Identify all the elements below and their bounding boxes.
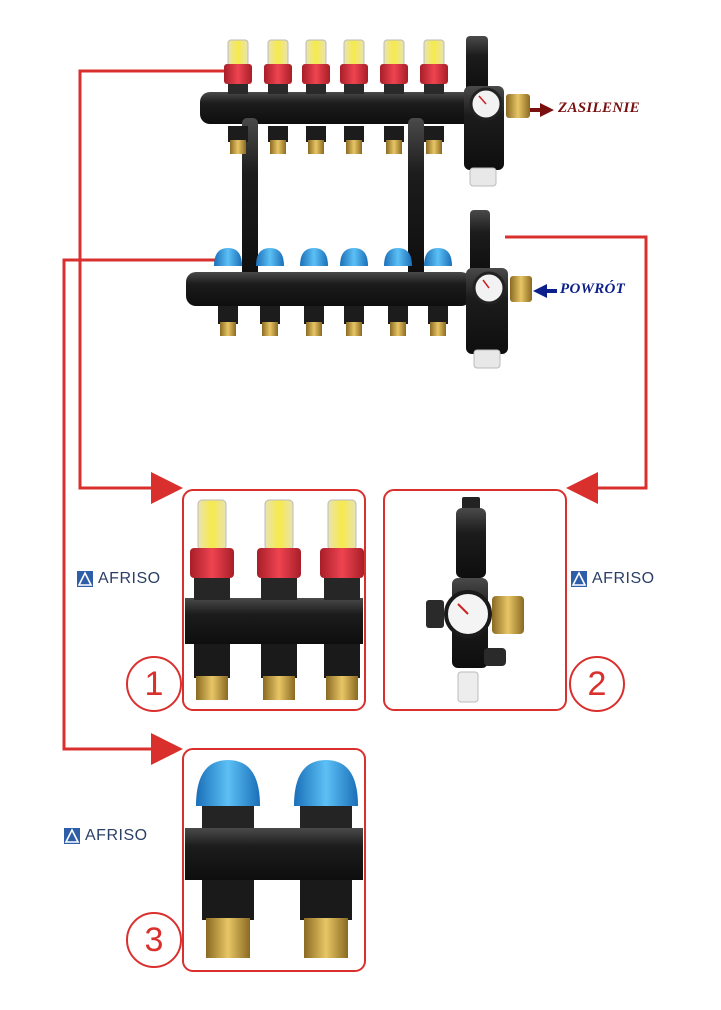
brand-mark-2: AFRISO: [571, 570, 655, 588]
brand-mark-3: AFRISO: [64, 827, 148, 845]
afriso-logo-icon: [571, 571, 587, 587]
afriso-logo-icon: [77, 571, 93, 587]
detail-1-flowmeters: [182, 489, 366, 711]
callout-2: 2: [569, 656, 625, 712]
connector-lines: [62, 69, 648, 751]
brand-name: AFRISO: [85, 827, 148, 844]
return-label: POWRÓT: [560, 281, 626, 297]
return-manifold: [186, 210, 532, 369]
supply-manifold: [200, 36, 530, 278]
brand-mark-1: AFRISO: [77, 570, 161, 588]
callout-3: 3: [126, 912, 182, 968]
afriso-logo-icon: [64, 828, 80, 844]
arrowheads: [151, 103, 598, 765]
detail-2-end-fitting: [383, 489, 567, 711]
supply-label: ZASILENIE: [558, 100, 640, 116]
brand-name: AFRISO: [592, 570, 655, 587]
brand-name: AFRISO: [98, 570, 161, 587]
detail-3-return-valves: [182, 748, 366, 972]
callout-1: 1: [126, 656, 182, 712]
